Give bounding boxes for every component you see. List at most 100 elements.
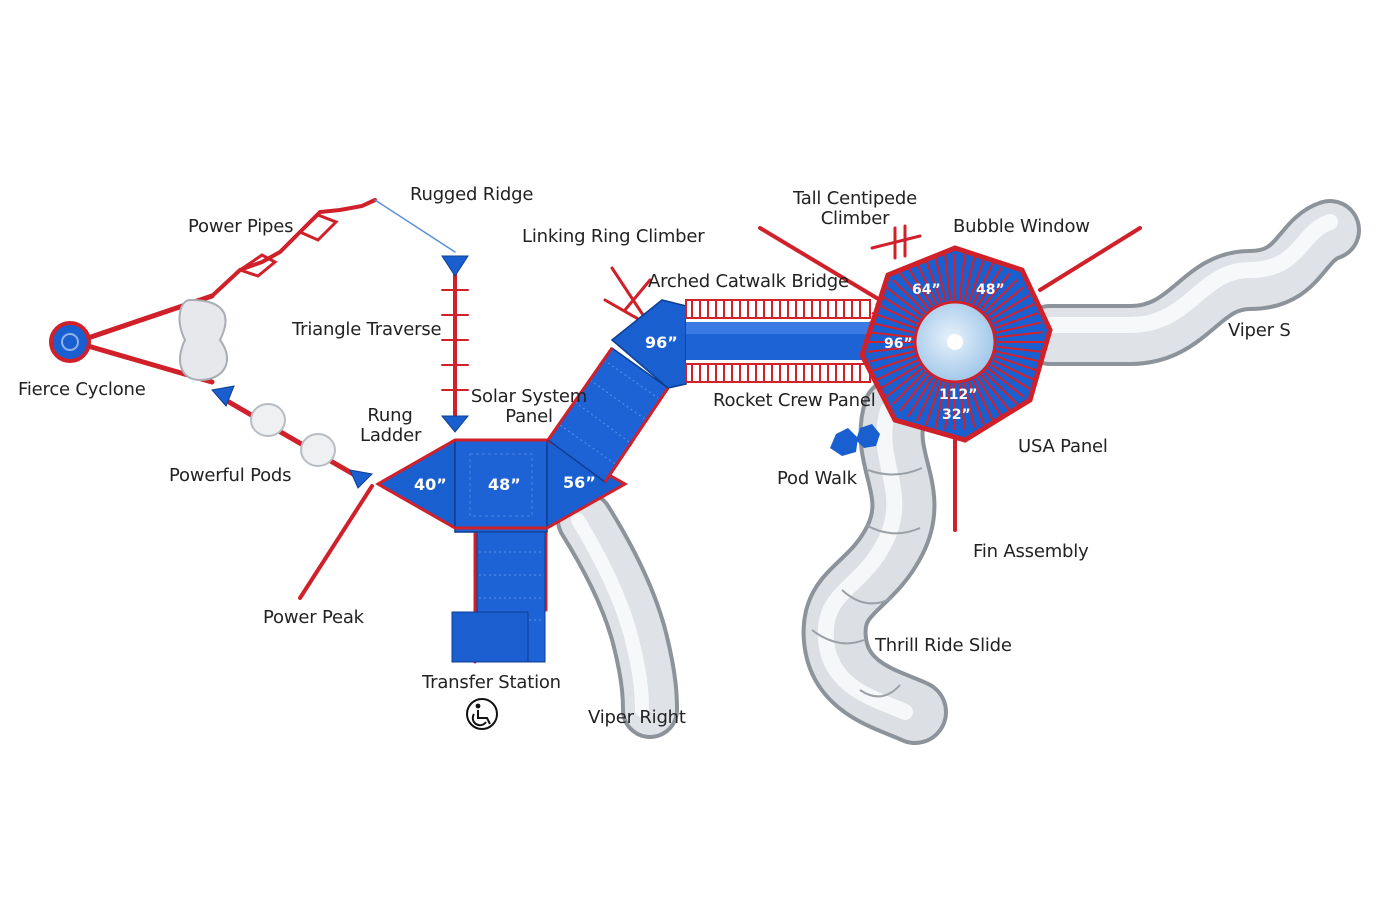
tower-spoke <box>958 254 966 301</box>
tower-spoke <box>868 321 915 334</box>
tower-spoke <box>907 266 934 307</box>
tower-spoke <box>980 374 1011 412</box>
tower-height-96: 96” <box>884 336 913 352</box>
label-fin-assembly: Fin Assembly <box>973 541 1089 562</box>
tower-spoke <box>879 294 920 321</box>
label-rocket-crew-panel: Rocket Crew Panel <box>713 390 876 411</box>
tower-spoke <box>871 311 916 330</box>
pod-walk <box>830 424 880 456</box>
main-decks <box>374 299 687 663</box>
tower-spoke <box>995 350 1042 363</box>
tower-spoke <box>934 382 947 429</box>
tower-spoke <box>976 266 1003 307</box>
tower-spoke <box>899 374 930 412</box>
tower-spoke <box>944 383 952 430</box>
tower-spoke <box>972 379 995 422</box>
tower-spoke <box>892 279 927 314</box>
tower-spoke <box>992 302 1035 325</box>
label-thrill-ride-slide: Thrill Ride Slide <box>875 635 1012 656</box>
deck-height-40: 40” <box>414 475 447 494</box>
thrill-ride-slide <box>801 377 948 745</box>
tower-spoke <box>885 286 923 317</box>
tower-spoke <box>994 354 1039 373</box>
label-pod-walk: Pod Walk <box>777 468 857 489</box>
powerful-pods <box>250 403 336 467</box>
label-solar-system-panel-line2: Panel <box>505 406 553 427</box>
tower-spoke <box>915 262 938 305</box>
label-fierce-cyclone: Fierce Cyclone <box>18 379 146 400</box>
tower-height-112: 112” <box>939 387 977 403</box>
label-tall-centipede-climber: Tall Centipede Climber <box>790 189 920 229</box>
label-rugged-ridge: Rugged Ridge <box>410 184 534 205</box>
tower-spoke <box>996 331 1043 339</box>
label-rung-ladder-line1: Rung <box>367 405 413 426</box>
label-triangle-traverse: Triangle Traverse <box>292 319 442 340</box>
tower-spoke <box>976 377 1003 418</box>
tower-spoke <box>996 345 1043 353</box>
tower-spoke <box>958 383 966 430</box>
label-rung-ladder: Rung Ladder <box>360 405 422 446</box>
tower-spoke <box>995 321 1042 334</box>
deck-height-96-ramp: 96” <box>645 333 678 352</box>
tower-spoke <box>987 367 1025 398</box>
tower-spoke <box>980 272 1011 310</box>
tower-spoke <box>875 302 918 325</box>
label-power-pipes: Power Pipes <box>188 216 294 237</box>
label-transfer-station: Transfer Station <box>422 672 561 693</box>
label-solar-system-panel: Solar System Panel <box>470 387 588 427</box>
tower-spoke <box>967 381 986 426</box>
tower-height-48: 48” <box>976 282 1005 298</box>
tower-spoke <box>867 331 914 339</box>
arched-catwalk-bridge <box>685 299 871 383</box>
tower-spoke <box>994 311 1039 330</box>
label-power-peak: Power Peak <box>263 607 364 628</box>
tower-spoke <box>944 254 952 301</box>
viper-s-slide <box>1019 199 1361 366</box>
label-viper-right: Viper Right <box>588 707 686 728</box>
label-usa-panel: USA Panel <box>1018 436 1108 457</box>
rocket-tower <box>859 245 1053 443</box>
tower-height-64: 64” <box>912 282 941 298</box>
deck-height-48: 48” <box>488 475 521 494</box>
label-tall-centipede-climber-line1: Tall Centipede <box>792 188 918 209</box>
cyclone-platform <box>178 298 229 382</box>
label-arched-catwalk-bridge: Arched Catwalk Bridge <box>648 271 849 292</box>
tower-spoke <box>924 381 943 426</box>
tower-spoke <box>990 363 1031 390</box>
label-linking-ring-climber: Linking Ring Climber <box>522 226 705 247</box>
tower-spoke <box>963 382 976 429</box>
viper-right-slide <box>556 491 679 739</box>
tower-spoke <box>875 359 918 382</box>
tower-spoke <box>983 370 1018 405</box>
label-powerful-pods: Powerful Pods <box>169 465 292 486</box>
label-tall-centipede-climber-line2: Climber <box>820 208 890 229</box>
tower-spoke <box>972 262 995 305</box>
tower-spoke <box>868 350 915 363</box>
red-frames <box>85 198 1142 664</box>
wheelchair-icon <box>466 698 498 730</box>
fierce-cyclone <box>49 321 91 363</box>
deck-height-56: 56” <box>563 473 596 492</box>
tower-spoke <box>871 354 916 373</box>
label-solar-system-panel-line1: Solar System <box>470 386 588 407</box>
tower-spoke <box>963 255 976 302</box>
tower-spoke <box>934 255 947 302</box>
tower-spoke <box>879 363 920 390</box>
tower-spoke <box>990 294 1031 321</box>
label-bubble-window: Bubble Window <box>953 216 1090 237</box>
triangle-pads <box>211 255 470 489</box>
tower-spoke <box>915 379 938 422</box>
tower-spoke <box>967 258 986 303</box>
tower-spoke <box>885 367 923 398</box>
label-viper-s: Viper S <box>1228 320 1291 341</box>
tower-spoke <box>992 359 1035 382</box>
tower-spoke <box>899 272 930 310</box>
tower-spoke <box>867 345 914 353</box>
label-rung-ladder-line2: Ladder <box>360 425 422 446</box>
tower-spoke <box>924 258 943 303</box>
tower-spoke <box>983 279 1018 314</box>
tower-spoke <box>892 370 927 405</box>
tower-spoke <box>907 377 934 418</box>
tower-height-32: 32” <box>942 407 971 423</box>
